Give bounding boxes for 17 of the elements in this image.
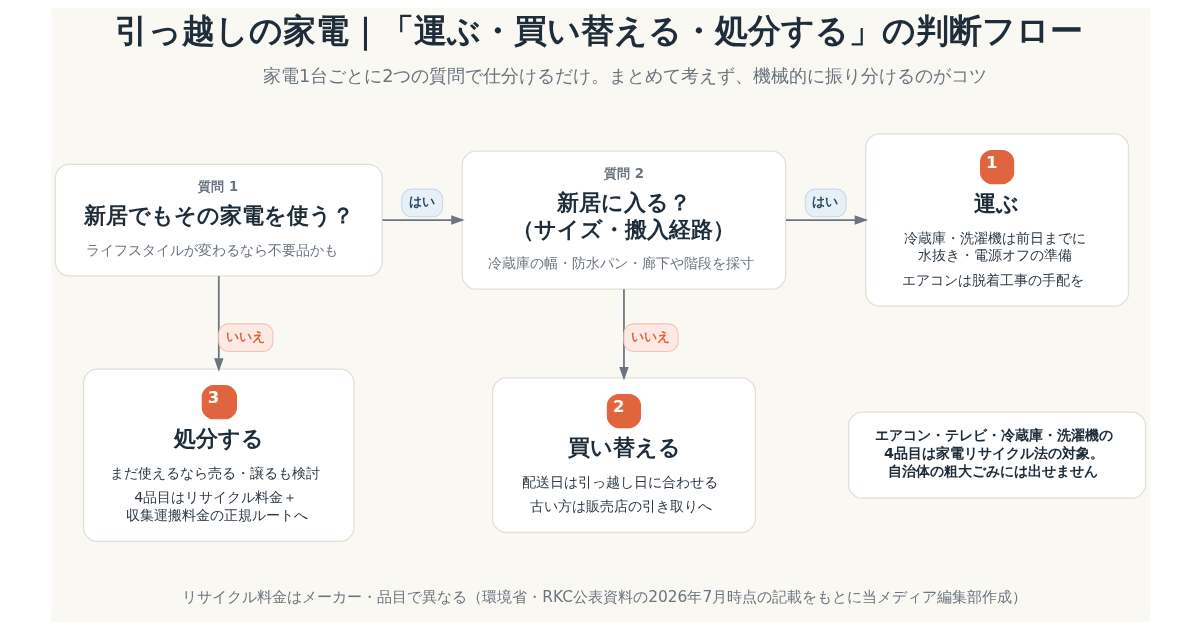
node-box: 質問 1 新居でもその家電を使う？ ライフスタイルが変わるなら不要品かも <box>54 163 383 277</box>
edge-label: はい <box>811 193 838 209</box>
arrow <box>381 215 465 225</box>
arrow <box>784 215 868 225</box>
node-box: 1 運ぶ 冷蔵庫・洗濯機は前日までに水抜き・電源オフの準備 エアコンは脱着工事の手配を <box>864 133 1129 307</box>
node-box: 3 処分する まだ使えるなら売る・譲るも検討 4品目はリサイクル料金＋収集運搬料金の正規ルートへ <box>82 368 355 542</box>
arrow <box>618 288 629 381</box>
arrow <box>213 275 224 372</box>
node-box: 質問 2 新居に入る？（サイズ・搬入経路） 冷蔵庫の幅・防水パン・廊下や階段を採寸 <box>461 150 786 290</box>
node-box: エアコン・テレビ・冷蔵庫・洗濯機の4品目は家電リサイクル法の対象。自治体の粗大ごみには出せません <box>847 411 1146 499</box>
edge-label: いいえ <box>630 328 670 344</box>
caption: リサイクル料金はメーカー・品目で異なる（環境省・RKC公表資料の2026年7月時点の記載をもとに当メディア編集部作成） <box>181 587 1027 606</box>
edge-label: いいえ <box>225 328 265 344</box>
edge-label: はい <box>408 193 435 209</box>
diagram-title: 引っ越しの家電｜「運ぶ・買い替える・処分する」の判断フロー <box>114 11 1083 51</box>
label: 家電1台ごとに2つの質問で仕分けるだけ。まとめて考えず、機械的に振り分けるのがコツ <box>262 65 987 86</box>
node-box: 2 買い替える 配送日は引っ越し日に合わせる 古い方は販売店の引き取りへ <box>491 377 756 534</box>
